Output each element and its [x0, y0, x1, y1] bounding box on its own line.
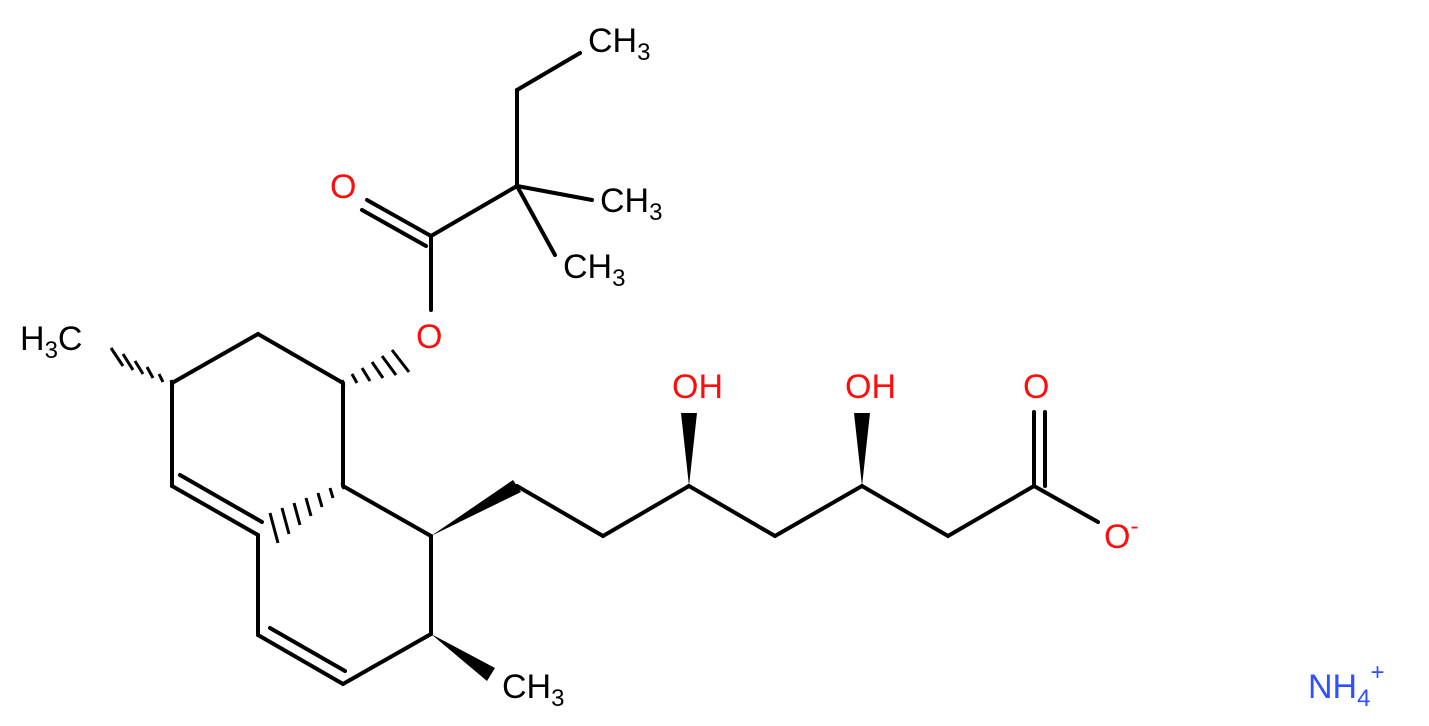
bond [268, 626, 347, 673]
hydroxyl-label-2: OH [845, 368, 896, 406]
bond [256, 332, 345, 385]
bond [515, 51, 582, 92]
wedge-bond [431, 634, 495, 681]
bond [178, 473, 264, 524]
atom-labels: CH3 CH3 CH3 H3C CH3 O O OH OH O O- NH4+ [20, 22, 1384, 712]
wedge-bond [681, 413, 697, 486]
bond [860, 484, 950, 538]
bond [773, 484, 864, 538]
hydroxyl-label-1: OH [672, 368, 723, 406]
ch3-gem-label-a: CH3 [600, 182, 662, 226]
bond [429, 184, 519, 238]
bond [170, 332, 260, 385]
bond [946, 484, 1036, 538]
bond [341, 632, 433, 686]
bond [601, 484, 691, 538]
bond [360, 208, 428, 248]
carboxylate-oxygen-label: O- [1104, 513, 1138, 556]
hashed-wedge-bond [109, 347, 175, 387]
bonds [170, 51, 1100, 686]
ch3-bottom-label: CH3 [502, 668, 564, 712]
bond [1032, 484, 1100, 524]
wedge-bonds [109, 347, 870, 681]
bond [515, 184, 557, 257]
h3c-ring-label: H3C [20, 320, 82, 364]
hashed-wedge-bond [340, 349, 411, 387]
carbonyl-oxygen-label: O [330, 168, 356, 206]
ch3-gem-label-b: CH3 [563, 248, 625, 292]
wedge-bond [431, 480, 521, 536]
hashed-wedge-bond [268, 482, 346, 544]
carboxyl-oxygen-label: O [1023, 368, 1049, 406]
ester-oxygen-label: O [416, 318, 442, 356]
wedge-bond [854, 413, 870, 486]
bond [365, 198, 433, 238]
ammonium-label: NH4+ [1308, 659, 1384, 712]
bond [515, 184, 594, 202]
ch3-ethyl-label: CH3 [588, 22, 650, 66]
bond [341, 484, 433, 538]
bond [687, 484, 777, 538]
bond [170, 484, 260, 537]
bond [515, 484, 605, 538]
bond [256, 633, 345, 686]
